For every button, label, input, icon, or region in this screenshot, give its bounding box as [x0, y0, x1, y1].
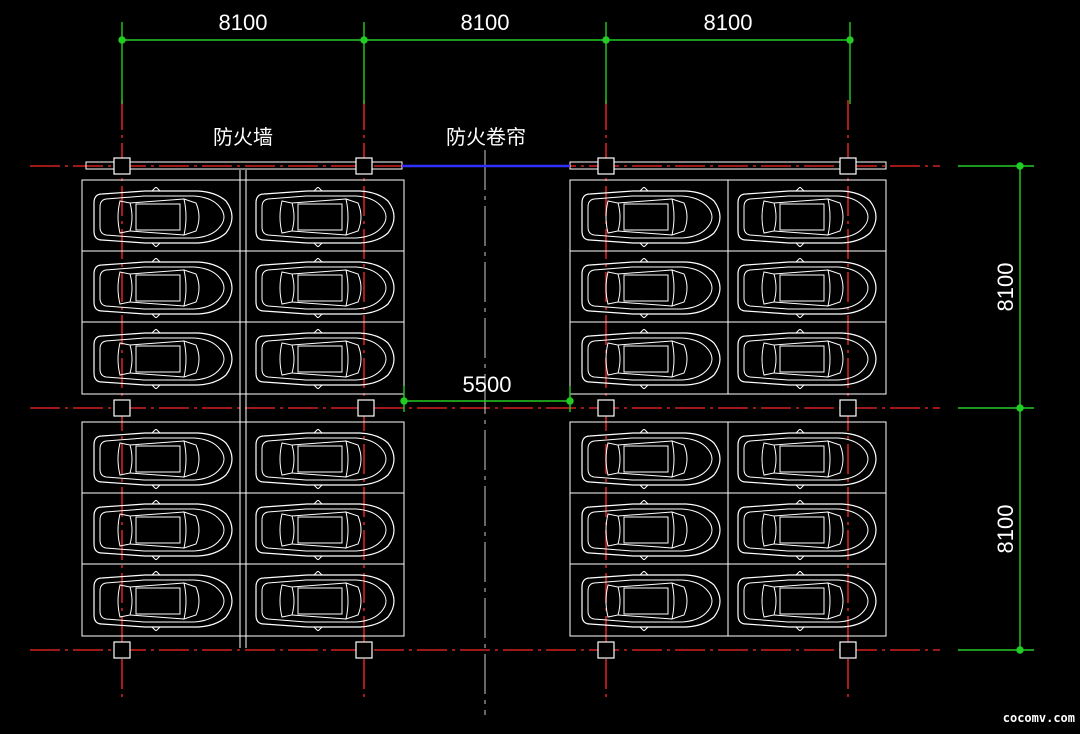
axis-grid: [30, 100, 940, 700]
car-icon: [93, 329, 233, 389]
parking-block-top-left: [81, 179, 405, 395]
car-icon: [581, 187, 721, 247]
car-icon: [93, 187, 233, 247]
car-icon: [581, 329, 721, 389]
car-icon: [93, 500, 233, 560]
car-icon: [255, 571, 395, 631]
column: [597, 399, 615, 417]
car-icon: [737, 429, 877, 489]
right-dimension-label-1: 8100: [993, 263, 1018, 312]
column: [839, 641, 857, 659]
fire-wall: [239, 170, 247, 648]
column: [355, 641, 373, 659]
car-icon: [255, 187, 395, 247]
middle-dimension-label: 5500: [463, 372, 512, 397]
top-dimension-label-2: 8100: [461, 10, 510, 35]
car-icon: [255, 329, 395, 389]
car-icon: [737, 258, 877, 318]
right-dimension-label-2: 8100: [993, 505, 1018, 554]
middle-dimension: [400, 386, 574, 412]
right-dimension: [958, 162, 1034, 654]
column: [355, 157, 373, 175]
column: [357, 399, 375, 417]
column: [839, 399, 857, 417]
column: [113, 641, 131, 659]
car-icon: [737, 571, 877, 631]
top-dimension-label-3: 8100: [704, 10, 753, 35]
watermark: cocomv.com: [1003, 711, 1075, 725]
parking-blocks: [81, 179, 887, 637]
car-icon: [93, 571, 233, 631]
car-icon: [737, 329, 877, 389]
car-icon: [581, 258, 721, 318]
car-icon: [581, 429, 721, 489]
car-icon: [93, 258, 233, 318]
car-icon: [737, 500, 877, 560]
car-icon: [93, 429, 233, 489]
column: [839, 157, 857, 175]
column: [113, 157, 131, 175]
car-icon: [737, 187, 877, 247]
fire-wall-label: 防火墙: [213, 125, 273, 149]
parking-block-bottom-left: [81, 421, 405, 637]
columns: [113, 157, 857, 659]
top-dimension: [118, 22, 854, 104]
top-dimension-label-1: 8100: [219, 10, 268, 35]
car-icon: [255, 500, 395, 560]
car-icon: [581, 500, 721, 560]
car-icon: [581, 571, 721, 631]
column: [113, 399, 131, 417]
column: [597, 641, 615, 659]
fire-shutter-label: 防火卷帘: [446, 125, 526, 149]
column: [597, 157, 615, 175]
car-icon: [255, 258, 395, 318]
car-icon: [255, 429, 395, 489]
